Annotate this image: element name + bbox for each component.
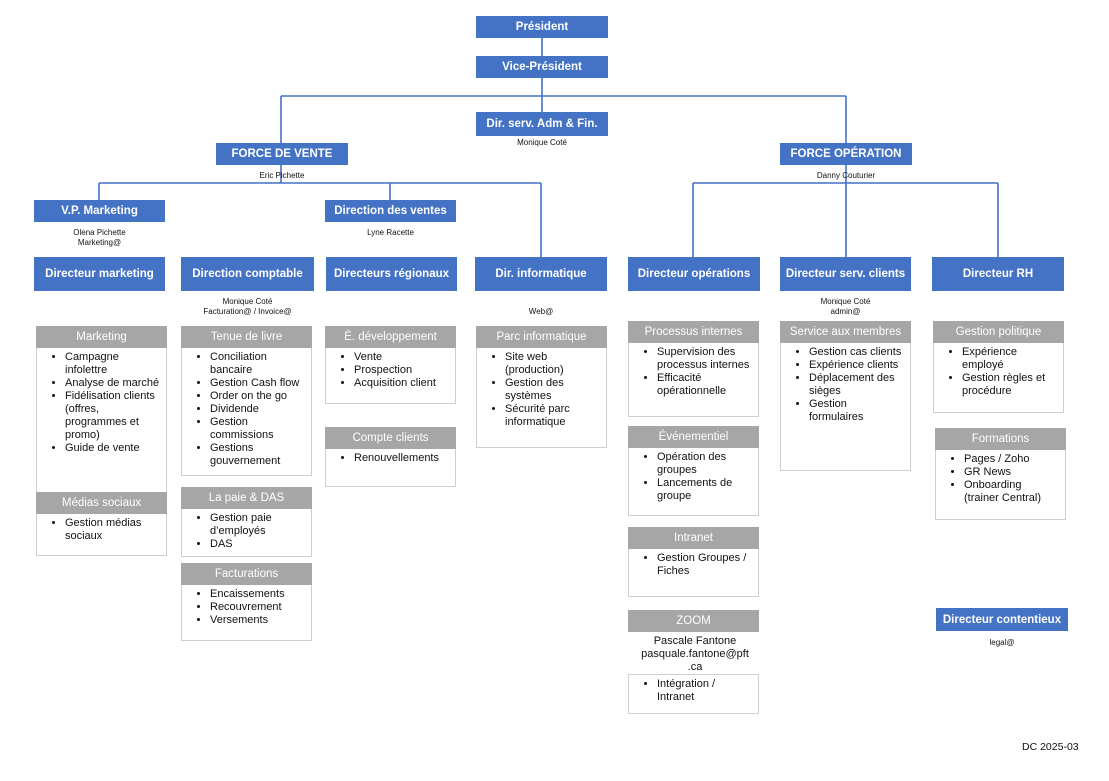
role-detail-force-operation: Danny Couturier <box>816 171 876 180</box>
role-detail-direction-comptable: Monique Coté Facturation@ / Invoice@ <box>203 297 292 316</box>
role-box-directeur-marketing: Directeur marketing <box>34 257 165 291</box>
group-item: Gestion règles et procédure <box>962 372 1057 398</box>
group-item: Analyse de marché <box>65 377 160 390</box>
group-item: Efficacité opérationnelle <box>657 372 752 398</box>
role-detail-directeur-contentieux: legal@ <box>989 638 1015 647</box>
group-item: GR News <box>964 466 1059 479</box>
footer-version: DC 2025-03 <box>1022 741 1079 753</box>
group-header-marketing: Marketing <box>36 326 167 348</box>
group-item: Encaissements <box>210 588 305 601</box>
role-detail-vp-marketing: Olena Pichette Marketing@ <box>73 228 126 247</box>
group-header-zoom: ZOOM <box>628 610 759 632</box>
group-list-parc-informatique: Site web (production)Gestion des système… <box>476 348 607 448</box>
group-item: Acquisition client <box>354 377 449 390</box>
group-list-compte-clients: Renouvellements <box>325 449 456 487</box>
group-item: Campagne infolettre <box>65 351 160 377</box>
role-box-force-operation: FORCE OPÉRATION <box>780 143 912 165</box>
group-list-zoom-list: Intégration / Intranet <box>628 674 759 714</box>
role-box-directeur-rh: Directeur RH <box>932 257 1064 291</box>
group-list-facturations: EncaissementsRecouvrementVersements <box>181 585 312 641</box>
group-list-intranet: Gestion Groupes / Fiches <box>628 549 759 597</box>
group-header-intranet: Intranet <box>628 527 759 549</box>
group-item: Sécurité parc informatique <box>505 403 600 429</box>
group-header-tenue-de-livre: Tenue de livre <box>181 326 312 348</box>
role-box-directeur-contentieux: Directeur contentieux <box>936 608 1068 631</box>
group-item: Expérience clients <box>809 359 904 372</box>
group-item: Lancements de groupe <box>657 477 752 503</box>
group-item: Gestion formulaires <box>809 398 904 424</box>
group-header-service-aux-membres: Service aux membres <box>780 321 911 343</box>
group-item: Déplacement des sièges <box>809 372 904 398</box>
role-box-vp-marketing: V.P. Marketing <box>34 200 165 222</box>
role-detail-dir-adm: Monique Coté <box>517 138 567 147</box>
zoom-contact: Pascale Fantone pasquale.fantone@pft .ca <box>620 635 770 674</box>
group-list-evenementiel: Opération des groupesLancements de group… <box>628 448 759 516</box>
group-list-formations: Pages / ZohoGR NewsOnboarding (trainer C… <box>935 450 1066 520</box>
group-item: Fidélisation clients (offres, programmes… <box>65 390 160 442</box>
group-item: Gestion commissions <box>210 416 305 442</box>
role-box-force-vente: FORCE DE VENTE <box>216 143 348 165</box>
group-list-processus-internes: Supervision des processus internesEffica… <box>628 343 759 417</box>
role-detail-force-vente: Eric Pichette <box>259 171 305 180</box>
group-item: Expérience employé <box>962 346 1057 372</box>
group-item: Gestion Groupes / Fiches <box>657 552 752 578</box>
group-header-compte-clients: Compte clients <box>325 427 456 449</box>
group-list-tenue-de-livre: Conciliation bancaireGestion Cash flowOr… <box>181 348 312 476</box>
role-box-directeur-serv-clients: Directeur serv. clients <box>780 257 911 291</box>
group-item: Prospection <box>354 364 449 377</box>
role-box-directeurs-regionaux: Directeurs régionaux <box>326 257 457 291</box>
group-list-service-aux-membres: Gestion cas clientsExpérience clientsDép… <box>780 343 911 471</box>
role-box-vp: Vice-Président <box>476 56 608 78</box>
group-item: Conciliation bancaire <box>210 351 305 377</box>
role-box-direction-ventes: Direction des ventes <box>325 200 456 222</box>
group-item: Gestions gouvernement <box>210 442 305 468</box>
group-item: Dividende <box>210 403 305 416</box>
group-item: Intégration / Intranet <box>657 678 752 704</box>
zoom-contact-email-suffix: .ca <box>687 661 703 673</box>
role-detail-dir-informatique: Web@ <box>528 307 554 316</box>
group-item: Renouvellements <box>354 452 449 465</box>
group-item: Versements <box>210 614 305 627</box>
group-header-facturations: Facturations <box>181 563 312 585</box>
group-header-parc-informatique: Parc informatique <box>476 326 607 348</box>
role-box-dir-adm: Dir. serv. Adm & Fin. <box>476 112 608 136</box>
group-item: Gestion médias sociaux <box>65 517 160 543</box>
group-header-evenementiel: Événementiel <box>628 426 759 448</box>
group-item: Vente <box>354 351 449 364</box>
group-header-formations: Formations <box>935 428 1066 450</box>
role-detail-directeur-serv-clients: Monique Coté admin@ <box>820 297 871 316</box>
group-list-e-developpement: VenteProspectionAcquisition client <box>325 348 456 404</box>
group-item: Site web (production) <box>505 351 600 377</box>
group-item: DAS <box>210 538 305 551</box>
group-item: Order on the go <box>210 390 305 403</box>
group-item: Gestion des systèmes <box>505 377 600 403</box>
role-box-dir-informatique: Dir. informatique <box>475 257 607 291</box>
group-item: Supervision des processus internes <box>657 346 752 372</box>
group-list-marketing: Campagne infolettreAnalyse de marchéFidé… <box>36 348 167 496</box>
group-item: Pages / Zoho <box>964 453 1059 466</box>
group-item: Onboarding (trainer Central) <box>964 479 1059 505</box>
group-list-medias-sociaux: Gestion médias sociaux <box>36 514 167 556</box>
role-box-directeur-operations: Directeur opérations <box>628 257 760 291</box>
group-header-gestion-politique: Gestion politique <box>933 321 1064 343</box>
role-detail-direction-ventes: Lyne Racette <box>367 228 414 237</box>
role-box-direction-comptable: Direction comptable <box>181 257 314 291</box>
group-item: Gestion cas clients <box>809 346 904 359</box>
zoom-contact-name: Pascale Fantone <box>653 635 737 647</box>
zoom-contact-email: pasquale.fantone@pft <box>641 648 749 660</box>
group-item: Gestion Cash flow <box>210 377 305 390</box>
group-item: Recouvrement <box>210 601 305 614</box>
role-box-president: Président <box>476 16 608 38</box>
group-list-gestion-politique: Expérience employéGestion règles et proc… <box>933 343 1064 413</box>
group-list-la-paie-das: Gestion paie d’employésDAS <box>181 509 312 557</box>
group-header-processus-internes: Processus internes <box>628 321 759 343</box>
group-header-la-paie-das: La paie & DAS <box>181 487 312 509</box>
group-header-e-developpement: É. développement <box>325 326 456 348</box>
group-item: Opération des groupes <box>657 451 752 477</box>
group-item: Guide de vente <box>65 442 160 455</box>
group-header-medias-sociaux: Médias sociaux <box>36 492 167 514</box>
group-item: Gestion paie d’employés <box>210 512 305 538</box>
